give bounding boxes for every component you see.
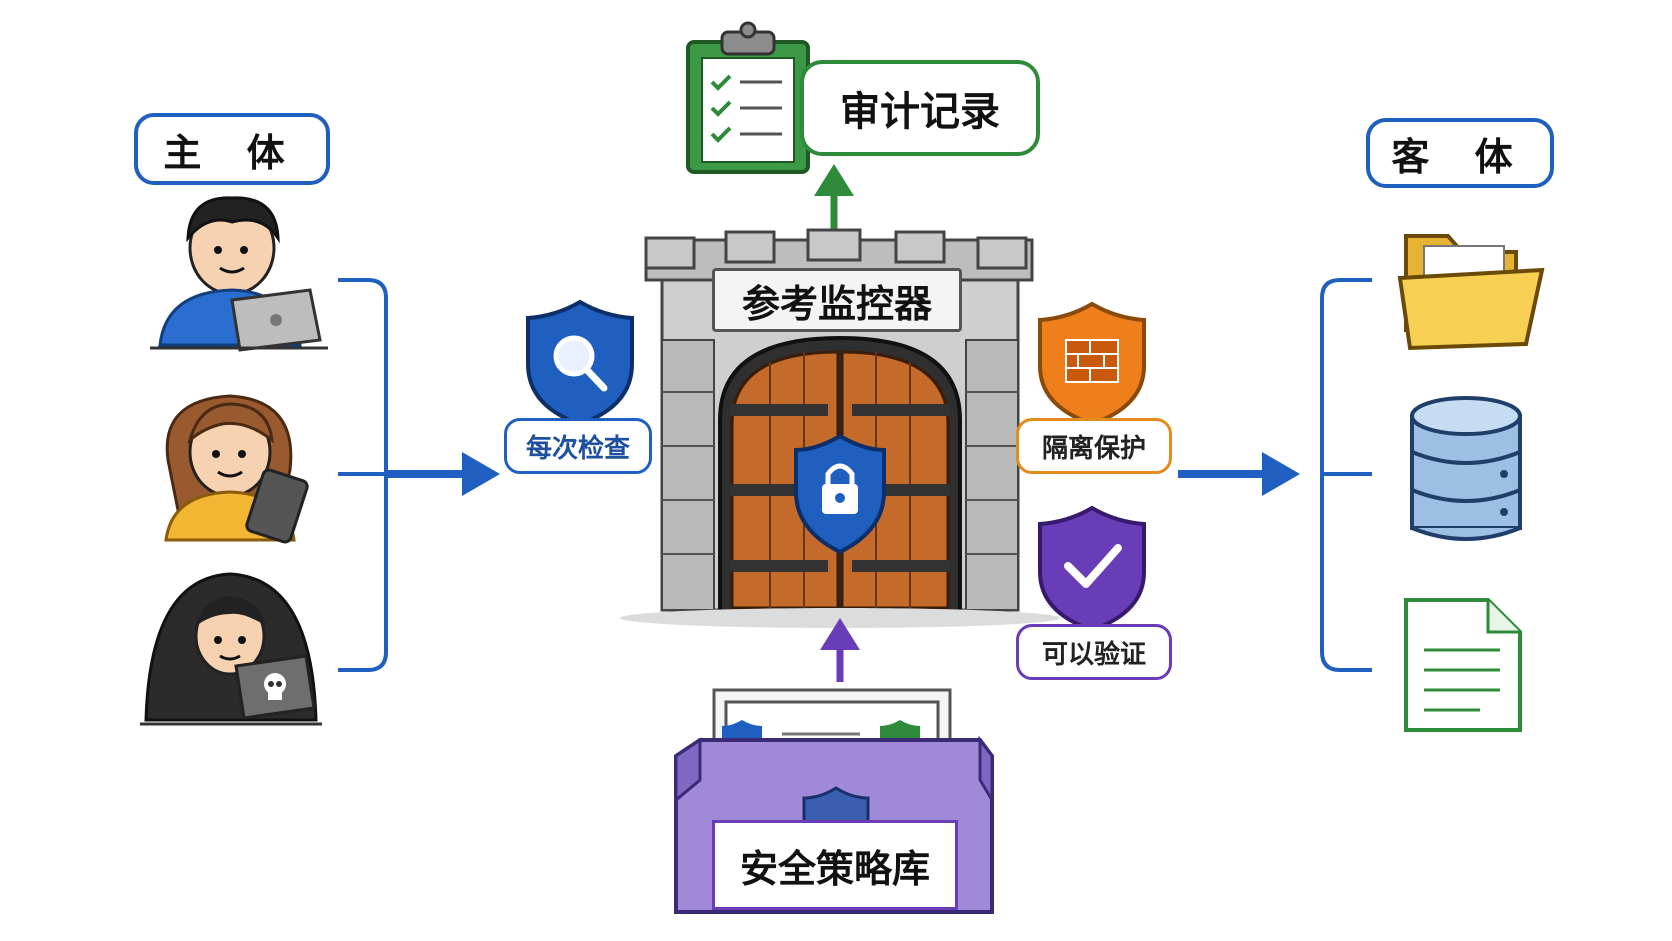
folder-icon — [1397, 234, 1545, 351]
policy-arrow — [820, 618, 860, 682]
search-shield-icon — [526, 299, 634, 427]
audit-arrow — [814, 164, 854, 232]
subject-label: 主 体 — [134, 113, 330, 185]
isolation-protection-label: 隔离保护 — [1016, 418, 1172, 474]
lock-shield-icon — [794, 433, 886, 555]
subjects-bracket — [338, 278, 500, 672]
hacker-laptop-icon — [140, 572, 322, 726]
document-icon — [1404, 598, 1522, 732]
objects-bracket — [1178, 278, 1372, 672]
brick-wall-shield-icon — [1038, 301, 1146, 427]
reference-monitor-label: 参考监控器 — [712, 268, 962, 332]
verifiable-label: 可以验证 — [1016, 624, 1172, 680]
check-shield-icon — [1038, 505, 1146, 633]
audit-log-label: 审计记录 — [800, 60, 1040, 156]
security-policy-store-label: 安全策略库 — [712, 820, 958, 910]
object-label: 客 体 — [1366, 118, 1554, 188]
database-icon — [1410, 396, 1522, 541]
check-every-time-label: 每次检查 — [504, 418, 652, 474]
user-tablet-icon — [164, 394, 309, 544]
user-laptop-icon — [150, 196, 328, 352]
clipboard-checklist-icon — [686, 21, 810, 174]
